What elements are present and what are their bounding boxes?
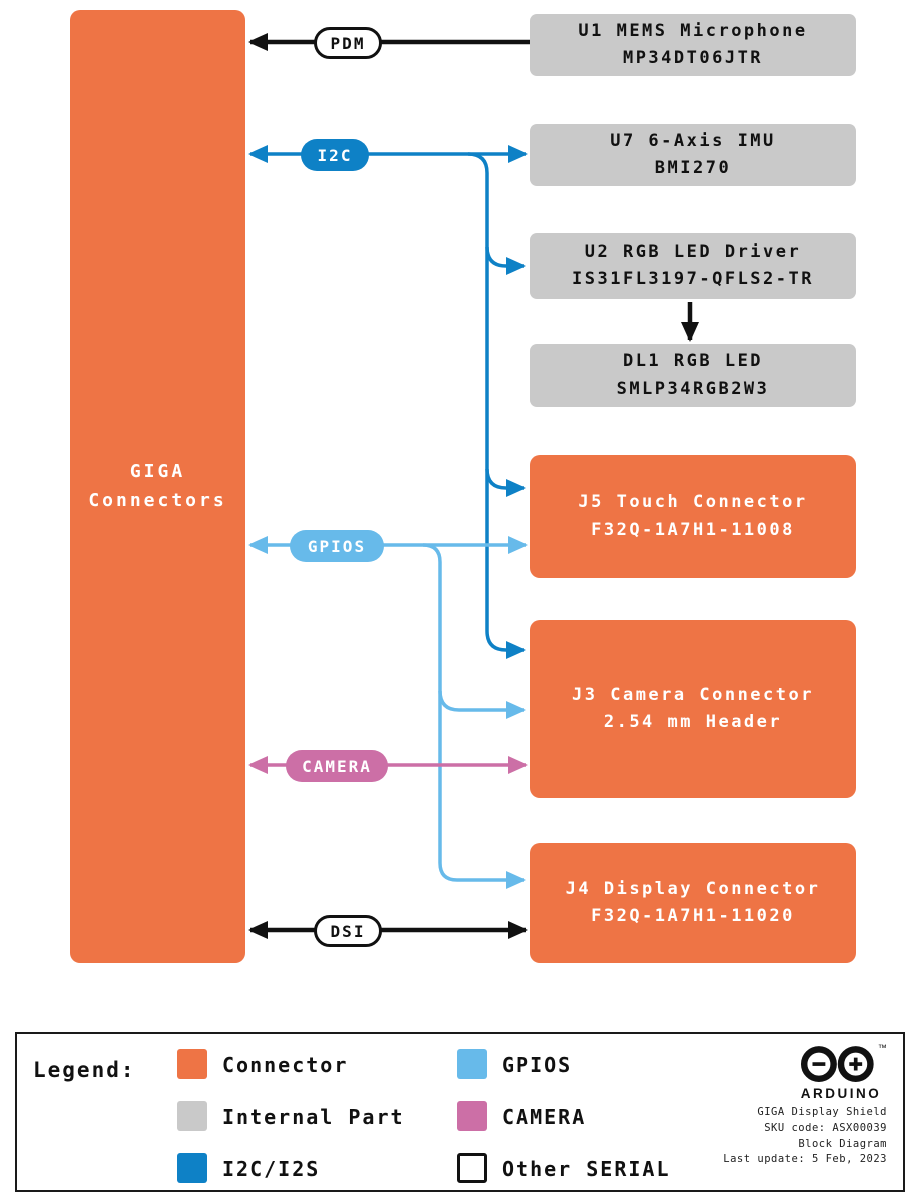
block-label-line2: MP34DT06JTR	[622, 48, 764, 68]
block-label-line2: 2.54 mm Header	[603, 712, 783, 732]
legend-swatch-connector	[177, 1049, 207, 1079]
bus-label-camera: CAMERA	[286, 750, 388, 782]
brand-name: ARDUINO	[800, 1086, 882, 1102]
block-u2-rgb-led-driver: U2 RGB LED Driver IS31FL3197-QFLS2-TR	[530, 233, 856, 299]
bus-label-dsi: DSI	[314, 915, 382, 947]
block-label-line1: J5 Touch Connector	[578, 492, 808, 513]
bus-label-gpios: GPIOS	[290, 530, 384, 562]
block-label-line1: GIGA	[129, 460, 186, 482]
legend-swatch-internal-part	[177, 1101, 207, 1131]
legend-label-connector: Connector	[222, 1053, 349, 1077]
block-j3-camera-connector: J3 Camera Connector 2.54 mm Header	[530, 620, 856, 798]
block-j5-touch-connector: J5 Touch Connector F32Q-1A7H1-11008	[530, 455, 856, 578]
brand-info-line: SKU code: ASX00039	[764, 1121, 887, 1134]
block-label-line1: J4 Display Connector	[565, 878, 821, 899]
block-label-line2: SMLP34RGB2W3	[616, 378, 770, 399]
block-j4-display-connector: J4 Display Connector F32Q-1A7H1-11020	[530, 843, 856, 963]
block-label-line1: U7 6-Axis IMU	[610, 130, 776, 151]
legend-swatch-i2c-i2s	[177, 1153, 207, 1183]
block-label-line1: DL1 RGB LED	[622, 351, 764, 372]
block-label-line1: U1 MEMS Microphone	[578, 20, 808, 41]
block-label-line2: BMI270	[654, 158, 732, 178]
brand-info-line: Block Diagram	[798, 1137, 887, 1150]
brand-block: ™ ARDUINO GIGA Display Shield SKU code: …	[678, 1042, 893, 1168]
block-label-line2: F32Q-1A7H1-11008	[591, 519, 795, 540]
i2c-branch-trunk	[467, 152, 526, 659]
block-label-line2: Connectors	[88, 489, 227, 511]
legend-label-i2c-i2s: I2C/I2S	[222, 1157, 321, 1181]
i2c-branch-u2	[485, 246, 526, 275]
gpios-branch-trunk	[422, 543, 526, 889]
legend-swatch-gpios	[457, 1049, 487, 1079]
block-u7-imu: U7 6-Axis IMU BMI270	[530, 124, 856, 186]
legend-swatch-camera	[457, 1101, 487, 1131]
bus-label-pdm: PDM	[314, 27, 382, 59]
block-dl1-rgb-led: DL1 RGB LED SMLP34RGB2W3	[530, 344, 856, 407]
gpios-branch-j3	[438, 690, 526, 719]
legend-panel: Legend: Connector Internal Part I2C/I2S …	[15, 1032, 905, 1192]
brand-info-line: GIGA Display Shield	[757, 1106, 887, 1119]
block-label-line2: F32Q-1A7H1-11020	[591, 906, 795, 926]
block-giga-connectors: GIGA Connectors	[70, 10, 245, 963]
legend-label-gpios: GPIOS	[502, 1053, 573, 1077]
bus-label-i2c: I2C	[301, 139, 369, 171]
block-label-line2: IS31FL3197-QFLS2-TR	[572, 269, 814, 289]
legend-label-other-serial: Other SERIAL	[502, 1157, 671, 1181]
legend-label-camera: CAMERA	[502, 1105, 587, 1129]
block-label-line1: J3 Camera Connector	[572, 684, 814, 705]
legend-label-internal-part: Internal Part	[222, 1105, 405, 1129]
svg-text:™: ™	[878, 1043, 887, 1053]
legend-title: Legend:	[33, 1058, 136, 1082]
block-label-line1: U2 RGB LED Driver	[584, 241, 802, 262]
block-u1-mems-microphone: U1 MEMS Microphone MP34DT06JTR	[530, 14, 856, 76]
i2c-branch-j5	[485, 468, 526, 497]
brand-info-line: Last update: 5 Feb, 2023	[723, 1153, 887, 1166]
legend-swatch-other-serial	[457, 1153, 487, 1183]
arduino-logo-icon: ™	[800, 1043, 887, 1083]
